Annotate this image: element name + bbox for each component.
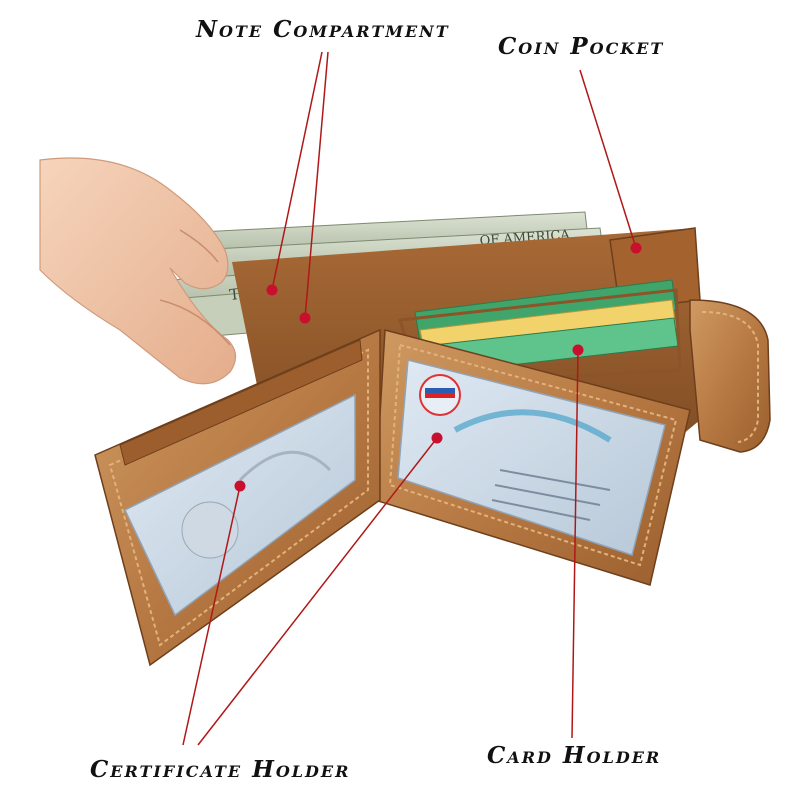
note-compartment-dot-2: [299, 312, 311, 324]
card-holder-dot: [572, 344, 584, 356]
note-compartment-label: Note Compartment: [196, 16, 450, 43]
card-holder-label: Card Holder: [487, 742, 662, 769]
right-id-flap: [374, 329, 691, 586]
certificate-holder-label: Certificate Holder: [90, 756, 351, 783]
pointer-lines: [182, 51, 637, 746]
pointer-dots: [234, 242, 642, 492]
certificate-holder-dot-1: [234, 480, 246, 492]
certificate-holder-dot-2: [431, 432, 443, 444]
hand: [39, 157, 237, 385]
coin-pocket-label: Coin Pocket: [498, 33, 665, 60]
note-compartment-dot-1: [266, 284, 278, 296]
snap-tab: [689, 299, 771, 453]
coin-pocket-dot: [630, 242, 642, 254]
